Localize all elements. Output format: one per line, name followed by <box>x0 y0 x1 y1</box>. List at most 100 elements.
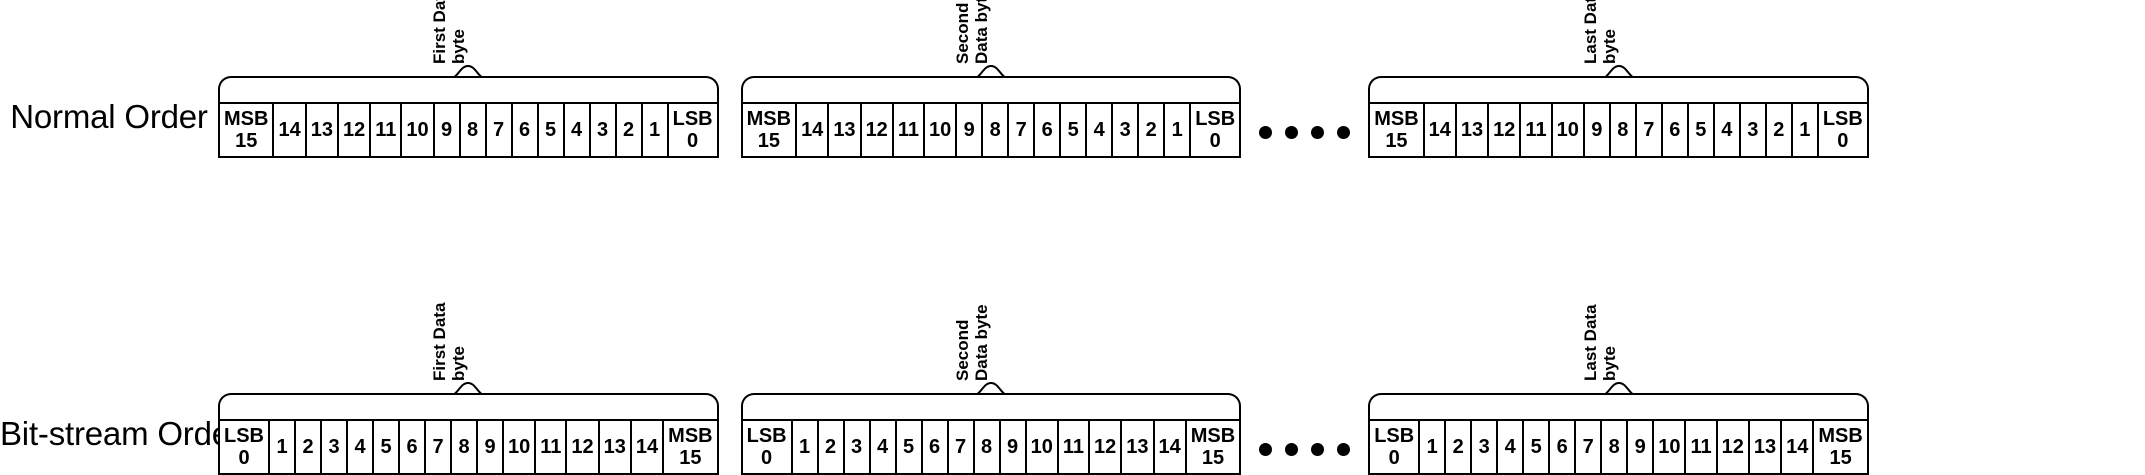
bit-cell-4: 4 <box>1714 104 1741 156</box>
bit-cell-9: 9 <box>1000 421 1027 473</box>
bit-cell-2: 2 <box>818 421 845 473</box>
bit-cell-1: 1 <box>642 104 669 156</box>
bit-cell-13: 13 <box>829 104 862 156</box>
bit-cell-number: 14 <box>1158 436 1181 458</box>
ellipsis-dot <box>1259 125 1273 139</box>
bit-cell-5: 5 <box>1524 421 1551 473</box>
bit-cell-12: 12 <box>338 104 372 156</box>
bit-cell-8: 8 <box>452 421 478 473</box>
bit-cell-13: 13 <box>1122 421 1155 473</box>
bit-cell-number: 12 <box>1493 119 1516 141</box>
bit-cell-7: 7 <box>1576 421 1603 473</box>
bit-cell-6: 6 <box>400 421 426 473</box>
bit-cell-3: 3 <box>590 104 617 156</box>
bit-cell-13: 13 <box>599 421 632 473</box>
bit-cell-number: 1 <box>1426 436 1438 458</box>
bit-cell-number: 11 <box>897 119 919 141</box>
brace-caption-line2: Data byte <box>971 0 991 64</box>
bit-cell-2: 2 <box>296 421 322 473</box>
bit-cell-number: 14 <box>801 119 824 141</box>
bit-cell-11: 11 <box>536 421 568 473</box>
bit-cell-6: 6 <box>1035 104 1062 156</box>
bit-cell-number: 1 <box>799 436 811 458</box>
bit-cell-11: 11 <box>1521 104 1553 156</box>
bit-cell-6: 6 <box>922 421 949 473</box>
bit-cell-11: 11 <box>1058 421 1091 473</box>
bit-cell-number: 5 <box>545 119 557 141</box>
brace-caption-line1: Second <box>952 2 972 64</box>
bit-cell-9: 9 <box>434 104 461 156</box>
curly-brace-icon <box>973 65 1008 78</box>
bit-cell-number: 13 <box>1460 119 1484 141</box>
bit-cell-tag: MSB <box>1190 425 1236 447</box>
bit-cell-number: 2 <box>302 436 314 458</box>
bit-cell-7: 7 <box>1636 104 1663 156</box>
bit-cell-3: 3 <box>1113 104 1140 156</box>
bit-cell-7: 7 <box>426 421 452 473</box>
bit-cell-number: 12 <box>865 119 888 141</box>
bit-cell-number: 4 <box>1504 436 1516 458</box>
bit-cell-tag: LSB <box>1195 108 1236 130</box>
bit-cell-2: 2 <box>616 104 643 156</box>
bit-cell-12: 12 <box>1090 421 1123 473</box>
bit-cell-number: 15 <box>679 447 702 469</box>
bit-cell-number: 12 <box>1094 436 1117 458</box>
bit-cell-9: 9 <box>1628 421 1655 473</box>
bit-cell-14: 14 <box>1154 421 1187 473</box>
bit-cell-14: 14 <box>1782 421 1815 473</box>
bit-cell-number: 12 <box>342 119 366 141</box>
bit-cell-number: 10 <box>1658 436 1681 458</box>
row-label-bitstream-order: Bit-stream Order <box>0 415 241 452</box>
brace-caption-line2: byte <box>1599 346 1619 381</box>
bit-cell-number: 0 <box>1837 130 1849 152</box>
ellipsis-dot <box>1311 442 1325 456</box>
bit-cell-5: 5 <box>374 421 400 473</box>
bit-cell-number: 3 <box>1478 436 1490 458</box>
bit-cell-number: 15 <box>1201 447 1225 469</box>
bit-cell-8: 8 <box>1610 104 1637 156</box>
bit-cell-7: 7 <box>486 104 513 156</box>
bit-cell-9: 9 <box>1584 104 1611 156</box>
bit-cell-number: 9 <box>484 436 496 458</box>
bit-cell-number: 12 <box>1721 436 1744 458</box>
bit-cell-number: 9 <box>441 119 453 141</box>
bit-cell-number: 1 <box>1799 119 1811 141</box>
bit-cell-number: 13 <box>603 436 626 458</box>
bit-cell-4: 4 <box>348 421 374 473</box>
bit-cell-8: 8 <box>1602 421 1629 473</box>
bit-cell-5: 5 <box>896 421 923 473</box>
bit-cell-number: 13 <box>1753 436 1777 458</box>
bit-cell-4: 4 <box>564 104 591 156</box>
bit-cell-tag: LSB <box>1822 108 1863 130</box>
bit-cell-number: 4 <box>571 119 583 141</box>
block-outline <box>1368 76 1869 102</box>
bit-cell-8: 8 <box>983 104 1010 156</box>
bit-cell-number: 14 <box>278 119 301 141</box>
bit-cell-number: 8 <box>1617 119 1629 141</box>
bit-cell-14: 14 <box>1424 104 1457 156</box>
bit-cell-number: 1 <box>1171 119 1183 141</box>
curly-brace-icon <box>1601 382 1636 395</box>
bit-cell-number: 8 <box>467 119 479 141</box>
bit-cell-6: 6 <box>512 104 539 156</box>
bit-cell-14: 14 <box>274 104 307 156</box>
bit-cell-number: 11 <box>540 436 562 458</box>
bit-cell-5: 5 <box>1061 104 1088 156</box>
curly-brace-icon <box>451 382 486 395</box>
bit-cell-number: 2 <box>1773 119 1785 141</box>
bit-cell-number: 6 <box>1669 119 1681 141</box>
bit-cell-tag: MSB <box>668 425 713 447</box>
